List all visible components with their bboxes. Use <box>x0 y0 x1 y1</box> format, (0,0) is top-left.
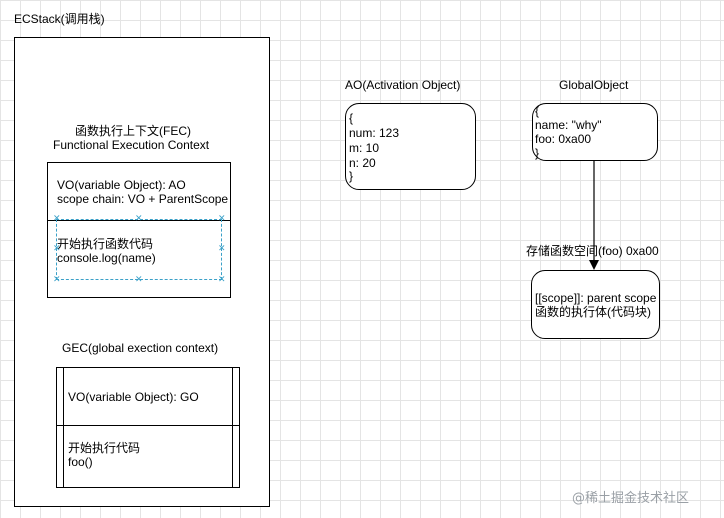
fec-title-en: Functional Execution Context <box>53 138 210 152</box>
global-object-line: foo: 0xa00 <box>535 132 592 146</box>
func-store-line2: 函数的执行体(代码块) <box>535 305 651 319</box>
fec-selection-outline <box>56 219 222 280</box>
selection-handle-icon[interactable]: ✕ <box>218 275 226 285</box>
fec-vo-line1: VO(variable Object): AO <box>57 178 186 192</box>
ao-line: num: 123 <box>349 126 400 140</box>
gec-vo-line: VO(variable Object): GO <box>68 390 199 404</box>
ao-line: { <box>349 111 354 125</box>
selection-handle-icon[interactable]: ✕ <box>53 275 61 285</box>
selection-handle-icon[interactable]: ✕ <box>135 275 143 285</box>
func-store-box[interactable]: [[scope]]: parent scope 函数的执行体(代码块) <box>531 270 660 339</box>
gec-code-line2: foo() <box>68 455 93 469</box>
ao-line: n: 20 <box>349 156 376 170</box>
selection-handle-icon[interactable]: ✕ <box>218 244 226 254</box>
fec-divider <box>48 220 230 221</box>
ao-title: AO(Activation Object) <box>345 78 461 92</box>
selection-handle-icon[interactable]: ✕ <box>53 214 61 224</box>
gec-divider <box>57 425 239 426</box>
global-object-line: } <box>535 146 540 160</box>
fec-title-cn: 函数执行上下文(FEC) <box>75 124 191 138</box>
fec-code-line1: 开始执行函数代码 <box>57 237 154 251</box>
gec-right-rail <box>232 368 233 487</box>
selection-handle-icon[interactable]: ✕ <box>53 244 61 254</box>
global-object-line: name: "why" <box>535 118 602 132</box>
gec-left-rail <box>63 368 64 487</box>
gec-code-line1: 开始执行代码 <box>68 441 141 455</box>
fec-vo-line2: scope chain: VO + ParentScope <box>57 192 229 206</box>
gec-box[interactable]: VO(variable Object): GO 开始执行代码 foo() <box>56 367 240 488</box>
global-object-box[interactable]: { name: "why" foo: 0xa00 } <box>532 103 658 161</box>
func-store-label: 存储函数空间(foo) 0xa00 <box>526 244 659 258</box>
ao-line: m: 10 <box>349 141 380 155</box>
global-object-line: { <box>535 104 540 118</box>
fec-code-line2: console.log(name) <box>57 251 156 265</box>
watermark: @稀土掘金技术社区 <box>572 491 690 506</box>
global-object-title: GlobalObject <box>559 78 629 92</box>
gec-title: GEC(global exection context) <box>62 341 219 355</box>
ecstack-title: ECStack(调用栈) <box>14 12 105 26</box>
ao-line: } <box>349 169 354 183</box>
ao-box[interactable]: { num: 123 m: 10 n: 20 } <box>345 103 476 190</box>
func-store-line1: [[scope]]: parent scope <box>535 291 657 305</box>
fec-box[interactable]: VO(variable Object): AO scope chain: VO … <box>47 162 231 298</box>
selection-handle-icon[interactable]: ✕ <box>218 214 226 224</box>
selection-handle-icon[interactable]: ✕ <box>135 214 143 224</box>
pointer-arrow <box>589 161 599 270</box>
